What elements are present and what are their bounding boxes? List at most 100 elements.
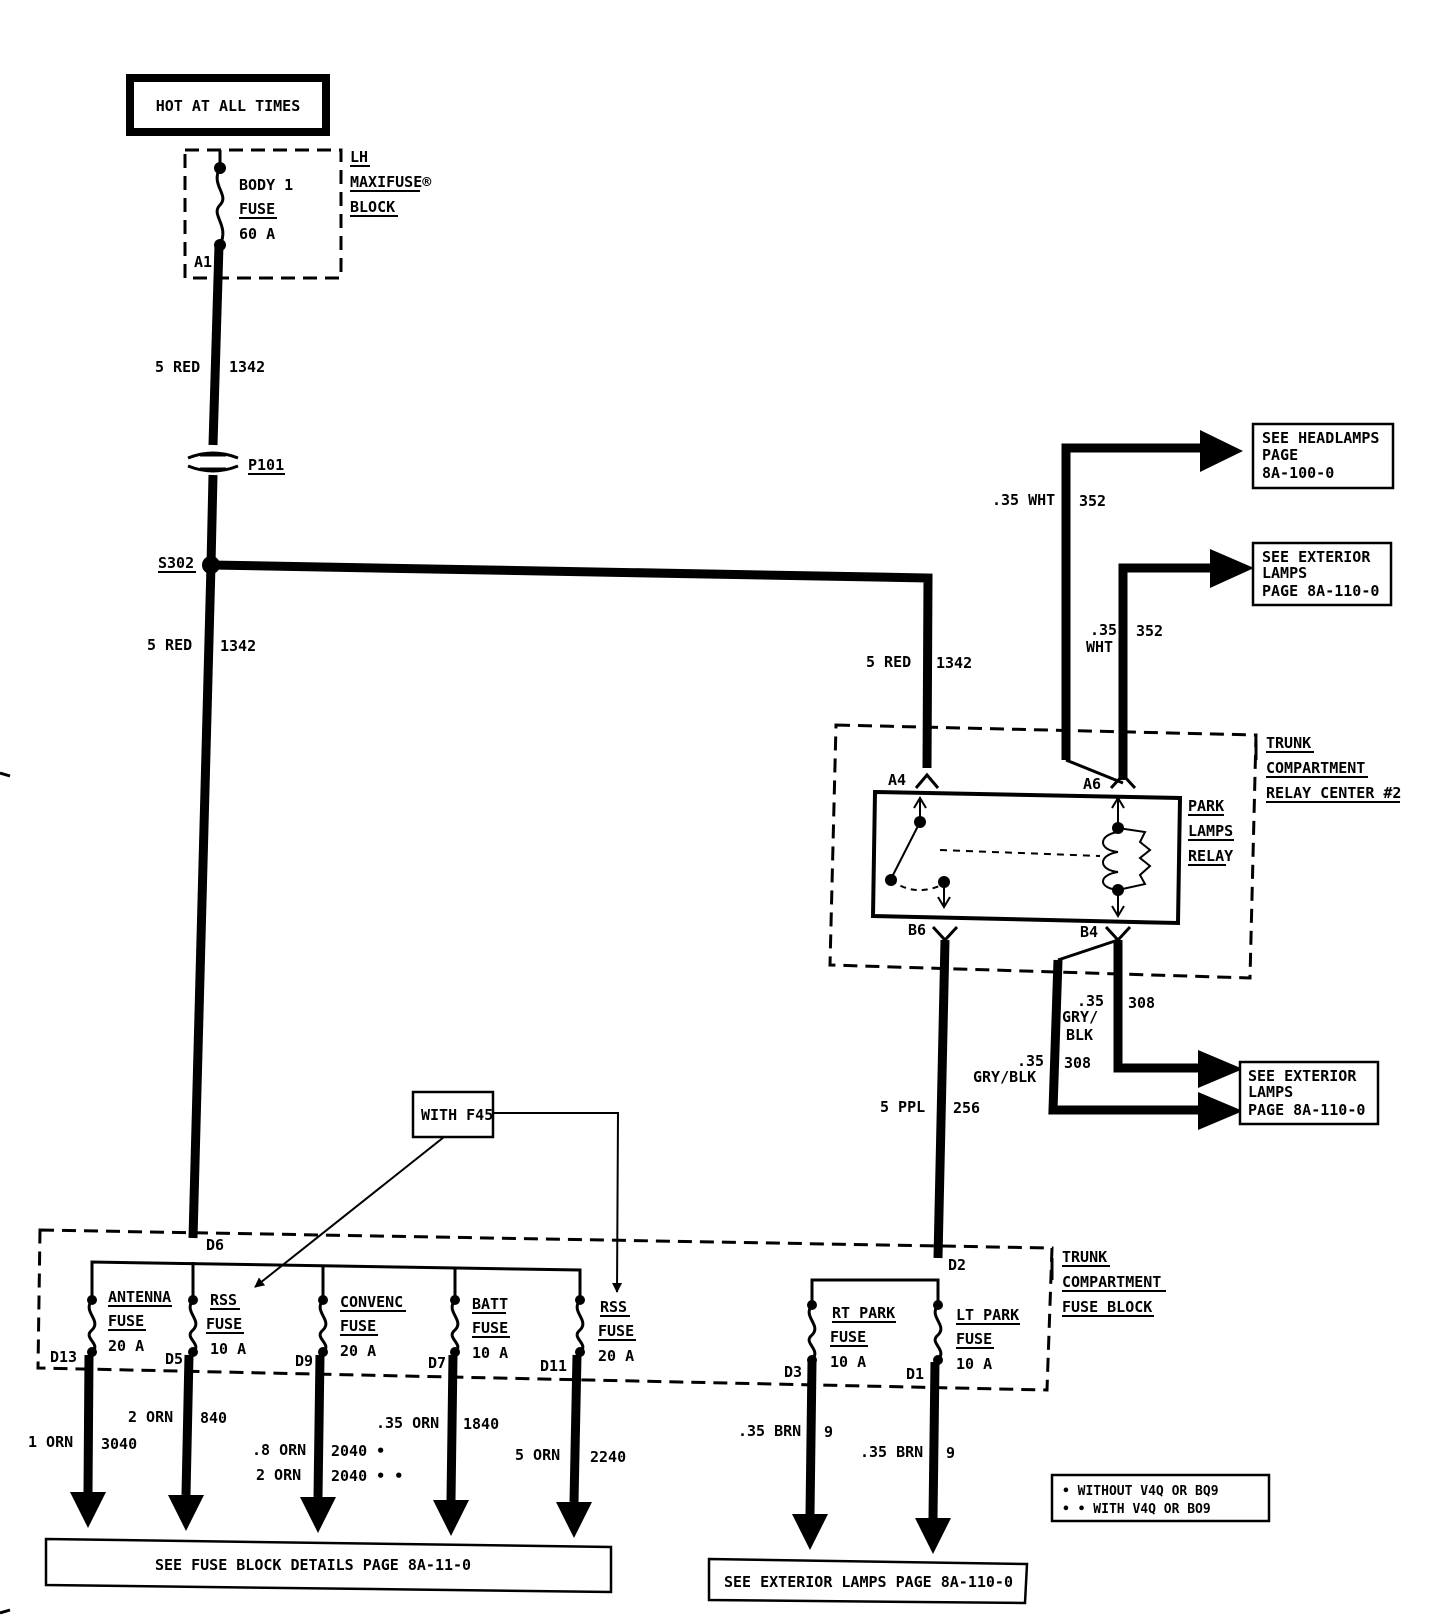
wire-840 [181, 1354, 194, 1496]
fuse-convenc-name-1: CONVENC [340, 1293, 403, 1311]
fuse-rt-park-rating: 10 A [830, 1353, 866, 1371]
fuse-rss-10a-name-2: FUSE [206, 1315, 242, 1333]
fuse-rss-20a-pin: D11 [540, 1357, 567, 1375]
wire-1342-lower-circuit: 1342 [220, 637, 256, 655]
fuse-convenc-name-2: FUSE [340, 1317, 376, 1335]
wire-9-rt [805, 1361, 817, 1515]
ref-fuse-block-label: SEE FUSE BLOCK DETAILS PAGE 8A-11-0 [155, 1556, 471, 1574]
fuse-block-label-2: COMPARTMENT [1062, 1273, 1161, 1291]
fuse-bus-left [90, 1260, 582, 1300]
fuse-batt-rating: 10 A [472, 1344, 508, 1362]
fuse-rt-park-name-2: FUSE [830, 1328, 866, 1346]
wire-308-a-gauge-2: GRY/ [1062, 1008, 1098, 1026]
wire-2040-b-circuit: 2040 • • [331, 1467, 403, 1485]
wire-1342-lower [188, 564, 216, 1239]
pin-b6-label: B6 [908, 921, 926, 939]
connector-p101-label: P101 [248, 456, 284, 474]
maxifuse-block: LH MAXIFUSE® BLOCK BODY 1 FUSE 60 A A1 [183, 148, 432, 280]
relay-center-label-1: TRUNK [1266, 734, 1311, 752]
ref-headlamps-3: 8A-100-0 [1262, 464, 1334, 482]
ref-exterior-bottom-box: SEE EXTERIOR LAMPS PAGE 8A-110-0 [707, 1557, 1029, 1605]
wire-308-b [1048, 959, 1198, 1115]
fuse-antenna-pin: D13 [50, 1348, 77, 1366]
relay-label-1: PARK [1188, 797, 1224, 815]
wire-256 [933, 939, 950, 1259]
wire-2040 [313, 1354, 325, 1498]
fuse-rss-10a: RSS FUSE 10 A D5 [165, 1291, 246, 1368]
arrow-exterior-mid-a [1198, 1050, 1243, 1088]
fuse-rss-10a-rating: 10 A [210, 1340, 246, 1358]
fuse-block-pin-d6: D6 [206, 1236, 224, 1254]
pin-a6-label: A6 [1083, 775, 1101, 793]
wire-308-b-gauge-1: .35 [1017, 1052, 1044, 1070]
wire-1342-upper-gauge: 5 RED [155, 358, 200, 376]
wire-308-a [1113, 940, 1198, 1073]
fuse-lt-park-rating: 10 A [956, 1355, 992, 1373]
fuse-antenna-name-2: FUSE [108, 1312, 144, 1330]
wire-9-lt [928, 1361, 940, 1519]
splice-s302-label: S302 [158, 554, 194, 572]
wire-308-a-gauge-1: .35 [1077, 992, 1104, 1010]
ref-exterior-top-1: SEE EXTERIOR [1262, 548, 1371, 566]
pin-a4-symbol [914, 772, 940, 789]
wire-352-exterior-gauge-1: .35 [1090, 621, 1117, 639]
wire-352-exterior [1118, 563, 1210, 780]
legend-line-1: • WITHOUT V4Q OR BQ9 [1062, 1484, 1219, 1499]
fuse-lt-park-name-2: FUSE [956, 1330, 992, 1348]
fuse-rss-20a-name-1: RSS [600, 1298, 627, 1316]
fuse-block-label-1: TRUNK [1062, 1248, 1107, 1266]
ref-exterior-bottom-label: SEE EXTERIOR LAMPS PAGE 8A-110-0 [724, 1573, 1013, 1591]
wire-1342-to-relay-circuit: 1342 [936, 654, 972, 672]
pin-b4-label: B4 [1080, 923, 1098, 941]
relay-label-3: RELAY [1188, 847, 1233, 865]
wire-9-rt-gauge: .35 BRN [738, 1422, 801, 1440]
fuse-rss-10a-pin: D5 [165, 1350, 183, 1368]
wire-9-rt-circuit: 9 [824, 1423, 833, 1441]
ref-headlamps-2: PAGE [1262, 446, 1298, 464]
wire-308-a-gauge-3: BLK [1066, 1026, 1093, 1044]
fuse-batt: BATT FUSE 10 A D7 [428, 1295, 510, 1372]
body-fuse-label-3: 60 A [239, 225, 275, 243]
ref-headlamps-1: SEE HEADLAMPS [1262, 429, 1379, 447]
pin-b4-symbol [1104, 925, 1132, 943]
fuse-antenna-rating: 20 A [108, 1337, 144, 1355]
wire-1342-lower-gauge: 5 RED [147, 636, 192, 654]
park-lamps-relay: PARK LAMPS RELAY [870, 789, 1234, 926]
wire-840-gauge: 2 ORN [128, 1408, 173, 1426]
trunk-relay-center: TRUNK COMPARTMENT RELAY CENTER #2 [828, 723, 1401, 980]
wire-352-exterior-circuit: 352 [1136, 622, 1163, 640]
fuse-rt-park-pin: D3 [784, 1363, 802, 1381]
fuse-rss-20a-name-2: FUSE [598, 1322, 634, 1340]
fuse-lt-park-pin: D1 [906, 1365, 924, 1383]
relay-label-2: LAMPS [1188, 822, 1233, 840]
wire-9-lt-gauge: .35 BRN [860, 1443, 923, 1461]
ref-exterior-mid-3: PAGE 8A-110-0 [1248, 1101, 1365, 1119]
wire-2040-a-gauge: .8 ORN [252, 1441, 306, 1459]
wire-2040-a-circuit: 2040 • [331, 1442, 385, 1460]
fuse-convenc-pin: D9 [295, 1352, 313, 1370]
wire-308-b-circuit: 308 [1064, 1054, 1091, 1072]
fuse-antenna: ANTENNA FUSE 20 A D13 [50, 1288, 172, 1366]
body-fuse-label-2: FUSE [239, 200, 275, 218]
wire-352-headlamps [1061, 443, 1200, 760]
ref-exterior-mid-box: SEE EXTERIOR LAMPS PAGE 8A-110-0 [1238, 1060, 1380, 1126]
fuse-bus-right [810, 1278, 940, 1305]
wire-308-b-gauge-2: GRY/BLK [973, 1068, 1036, 1086]
arrow-headlamps [1200, 430, 1243, 472]
fuse-block-pin-d2: D2 [948, 1256, 966, 1274]
maxifuse-block-label-2: MAXIFUSE® [350, 173, 432, 191]
ref-exterior-mid-1: SEE EXTERIOR [1248, 1067, 1357, 1085]
fuse-convenc: CONVENC FUSE 20 A D9 [295, 1293, 406, 1370]
fuse-rss-20a: RSS FUSE 20 A D11 [540, 1295, 636, 1375]
fuse-rt-park-name-1: RT PARK [832, 1304, 895, 1322]
legend-box: • WITHOUT V4Q OR BQ9 • • WITH V4Q OR BO9 [1050, 1473, 1271, 1523]
maxifuse-block-label-1: LH [350, 148, 368, 166]
wire-352-headlamps-gauge: .35 WHT [992, 491, 1055, 509]
arrow-exterior-top [1210, 549, 1254, 588]
body-fuse-label-1: BODY 1 [239, 176, 293, 194]
wire-3040-circuit: 3040 [101, 1435, 137, 1453]
fuse-rss-20a-rating: 20 A [598, 1347, 634, 1365]
wire-2040-b-gauge: 2 ORN [256, 1466, 301, 1484]
fuse-rt-park: RT PARK FUSE 10 A D3 [784, 1300, 896, 1381]
